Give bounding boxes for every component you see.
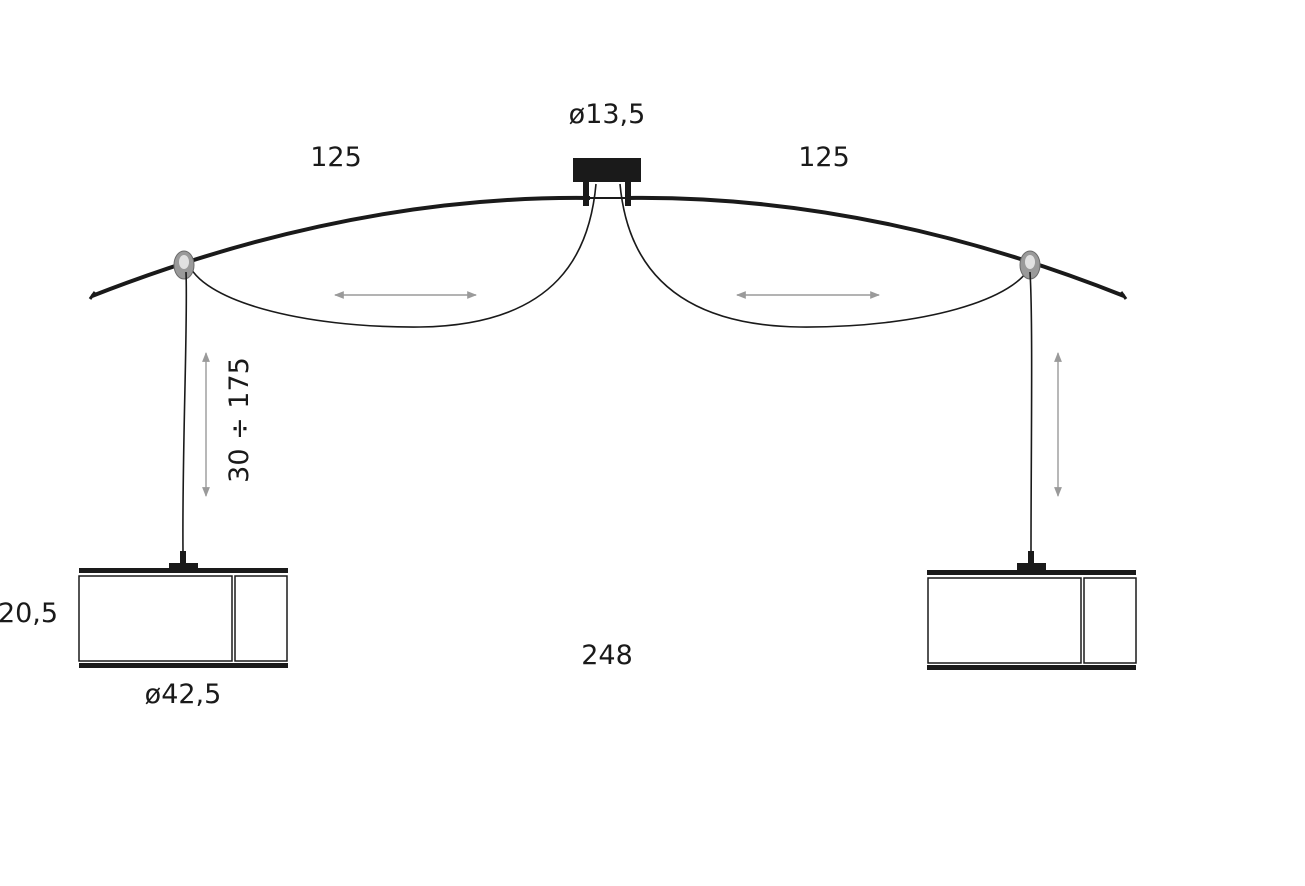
arm-end-left — [88, 291, 97, 300]
arm-arc-right — [627, 195, 1125, 298]
cable-loop-left — [187, 183, 597, 328]
total-width-label: 248 — [581, 640, 633, 671]
drop-cable-right — [1029, 271, 1033, 553]
cable-guide-right — [1019, 250, 1041, 280]
lamp-shade-right — [927, 551, 1137, 670]
arm-left-length-label: 125 — [310, 142, 362, 173]
lamp-shade-left — [78, 551, 288, 668]
ceiling-canopy — [573, 158, 641, 206]
shade-diameter-label: ø42,5 — [145, 679, 222, 710]
arm-arc — [91, 195, 591, 298]
arm-right-length-label: 125 — [798, 142, 850, 173]
cable-guide-left — [173, 250, 195, 280]
drop-range-label: 30 ÷ 175 — [224, 357, 255, 483]
drop-cable-left — [182, 271, 188, 553]
canopy-diameter-label: ø13,5 — [569, 99, 646, 130]
cable-loop-right — [619, 183, 1033, 328]
arm-end-right — [1119, 291, 1128, 300]
shade-height-label: 20,5 — [0, 598, 58, 629]
